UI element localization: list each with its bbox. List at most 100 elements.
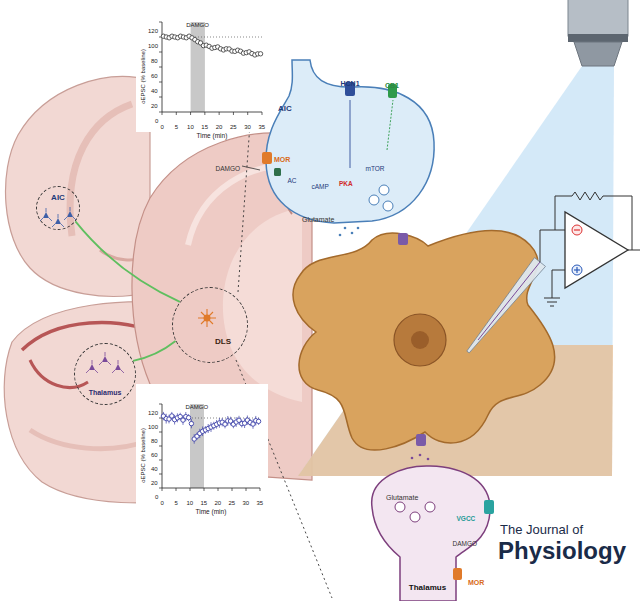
axis-ticks <box>260 488 261 491</box>
amplifier-symbol <box>544 298 560 299</box>
axon-terminal <box>410 512 420 522</box>
axis-ticks <box>159 82 162 83</box>
amplifier-symbol <box>550 306 554 307</box>
region-circle: Thalamus <box>74 343 136 405</box>
thalamus-neurons <box>102 356 108 362</box>
node-label: DLS <box>215 337 231 346</box>
axon-projection <box>75 221 179 301</box>
dls-neuron <box>198 309 216 327</box>
tick-label: 0 <box>155 118 158 125</box>
axis-ticks <box>190 488 191 491</box>
journal-logo: The Journal of <box>500 523 583 538</box>
postsynaptic-neuron <box>293 231 555 451</box>
thalamus-neurons <box>99 352 111 365</box>
axon-terminal <box>484 500 494 514</box>
tick-label: 60 <box>151 73 158 80</box>
node-label: Thalamus <box>409 583 446 592</box>
chart-bottom <box>136 384 268 510</box>
postsynaptic-neuron <box>394 314 446 366</box>
axis-title: Time (min) <box>197 132 228 139</box>
brain-slice-aic <box>6 77 151 297</box>
tick-label: 30 <box>244 124 251 131</box>
postsynaptic-neuron <box>419 454 422 457</box>
axis-ticks <box>159 446 162 447</box>
aic-neurons <box>43 212 49 218</box>
transmitter-label: Glutamate <box>302 216 334 224</box>
aic-neurons <box>64 207 76 220</box>
tick-label: 0 <box>161 124 164 131</box>
tick-label: 40 <box>151 466 158 473</box>
data-points <box>161 412 261 444</box>
axis-ticks <box>232 488 233 491</box>
patch-pipette <box>467 258 546 353</box>
molecule-label: AC <box>288 177 297 184</box>
brain-slice-aic <box>70 104 132 236</box>
tick-label: 120 <box>148 28 158 35</box>
tick-label: 5 <box>175 124 178 131</box>
microscope-objective <box>568 0 628 36</box>
axis-ticks <box>159 404 260 491</box>
data-points <box>258 52 262 56</box>
tick-label: 0 <box>155 494 158 501</box>
amplifier-symbol <box>574 229 580 230</box>
tick-label: 30 <box>243 500 250 507</box>
postsynaptic-neuron <box>344 227 347 230</box>
axis-ticks <box>176 488 177 491</box>
aic-neurons <box>40 208 52 221</box>
receptor-label: HCN1 <box>341 80 360 88</box>
amplifier-symbol <box>547 302 557 303</box>
microscope-objective <box>568 0 628 66</box>
axis-ticks <box>262 112 263 115</box>
amplifier-symbol <box>540 230 565 262</box>
axon-terminal <box>453 568 462 580</box>
microscope-objective <box>574 42 622 66</box>
postsynaptic-neuron <box>427 458 430 461</box>
axon-terminal <box>369 195 379 205</box>
axon-terminal <box>262 152 272 164</box>
molecule-label: cAMP <box>312 183 329 190</box>
tick-label: 100 <box>148 424 158 431</box>
axis-ticks <box>162 112 163 115</box>
receptor-label: MOR <box>468 579 484 587</box>
tick-label: 100 <box>148 43 158 50</box>
thalamus-neurons <box>99 352 111 365</box>
amplifier-symbol <box>552 270 565 298</box>
node-label: Thalamus <box>89 389 122 397</box>
aic-neurons <box>40 207 76 227</box>
dls-neuron <box>198 309 216 327</box>
axis-ticks <box>204 112 205 115</box>
tick-label: 5 <box>175 500 178 507</box>
tick-label: 40 <box>151 88 158 95</box>
tick-label: 10 <box>187 124 194 131</box>
axis-ticks <box>176 112 177 115</box>
axis-title: Time (min) <box>196 508 227 515</box>
brain-slice-striatum <box>223 208 302 402</box>
postsynaptic-neuron <box>416 434 426 446</box>
axis-ticks <box>159 22 262 115</box>
axis-ticks <box>204 488 205 491</box>
axis-title: oEPSC (% baseline) <box>139 49 146 104</box>
brain-slice-aic <box>6 77 151 297</box>
data-points <box>186 416 190 420</box>
tick-label: 15 <box>201 124 208 131</box>
data-points <box>189 421 193 425</box>
tick-label: 60 <box>151 452 158 459</box>
brain-slice-thalamus <box>30 360 88 387</box>
chart-bottom <box>190 404 204 488</box>
postsynaptic-neuron <box>339 234 342 237</box>
tick-label: 20 <box>151 103 158 110</box>
axis-ticks <box>247 112 248 115</box>
axon-terminal <box>274 168 281 176</box>
damgo-arrow <box>242 166 260 170</box>
amplifier-symbol <box>572 225 582 235</box>
axis-ticks <box>233 112 234 115</box>
receptor-label: VGCC <box>457 515 476 522</box>
dls-neuron <box>204 315 211 322</box>
amplifier-symbol <box>576 267 577 273</box>
data-points <box>161 34 263 57</box>
tick-label: 0 <box>161 500 164 507</box>
axis-title: oEPSC (% baseline) <box>139 428 146 483</box>
